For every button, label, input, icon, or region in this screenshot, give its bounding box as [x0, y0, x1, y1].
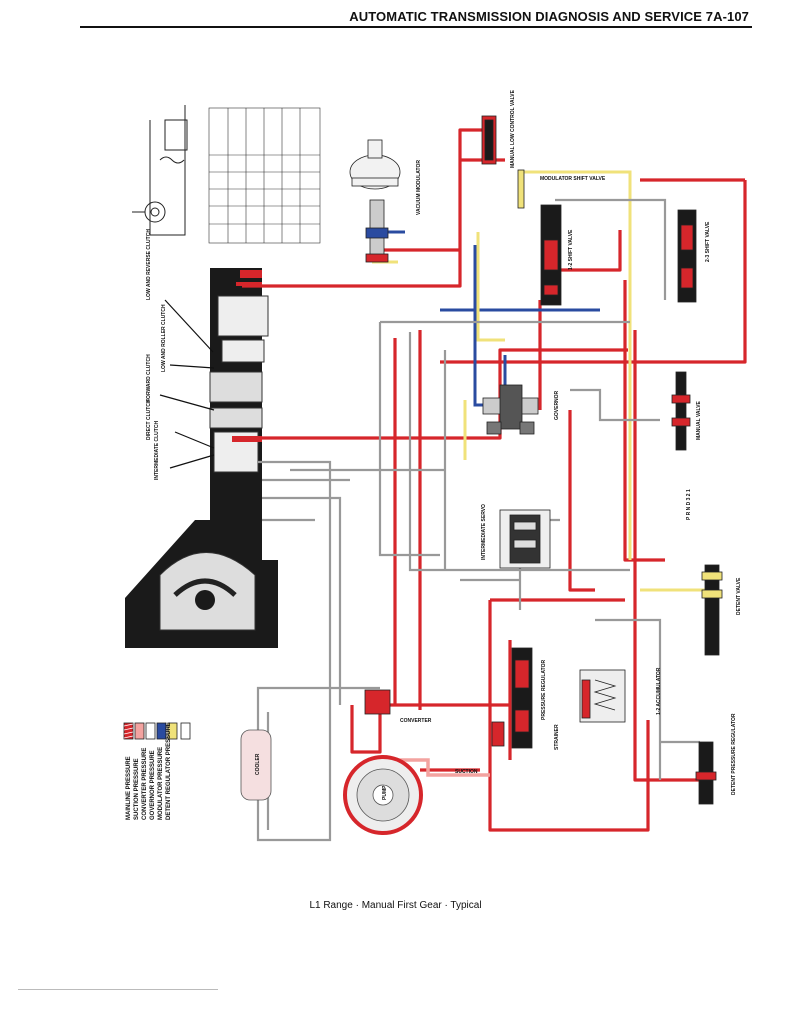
intermediate-servo — [499, 509, 551, 569]
legend-swatch-mainline-stripes — [123, 723, 134, 739]
shift-valve-1-2 — [517, 169, 562, 306]
governor-pressure-lines — [372, 230, 600, 407]
manual-low-control-valve-label: MANUAL LOW CONTROL VALVE — [510, 89, 516, 168]
forward-clutch-label: FORWARD CLUTCH — [146, 354, 152, 402]
pressure-regulator-label: PRESSURE REGULATOR — [541, 660, 547, 720]
cooler — [240, 729, 272, 801]
torque-converter-schematic — [132, 105, 188, 236]
hydraulic-circuit-diagram: LOW AND REVERSE CLUTCH LOW AND ROLLER CL… — [123, 89, 747, 842]
pressure-legend: MAINLINE PRESSURE SUCTION PRESSURE CONVE… — [123, 722, 191, 820]
cooler-label: COOLER — [255, 753, 261, 775]
detent-pressure-regulator — [695, 741, 717, 805]
legend-swatch-suction — [134, 722, 145, 740]
converter-pressure-lines — [256, 198, 700, 842]
accumulator-1-2 — [579, 669, 626, 723]
legend-label-converter: CONVERTER PRESSURE — [142, 748, 148, 820]
legend-swatch-converter — [145, 722, 156, 740]
pressure-regulator — [491, 647, 533, 749]
transmission-case — [125, 268, 278, 648]
legend-label-detent: DETENT REGULATOR PRESSURE — [166, 722, 172, 820]
legend-swatches — [123, 722, 191, 740]
legend-swatch-modulator — [167, 722, 178, 740]
converter-label: CONVERTER — [400, 718, 432, 724]
bottom-rule — [18, 989, 218, 990]
pump-label: PUMP — [382, 785, 388, 800]
valve-bodies — [240, 115, 723, 835]
mainline-pressure-lines — [242, 128, 747, 832]
governor-label: GOVERNOR — [554, 390, 560, 420]
manual-low-control-valve — [481, 115, 497, 165]
low-roller-clutch-label: LOW AND ROLLER CLUTCH — [161, 304, 167, 372]
governor — [482, 384, 539, 435]
vacuum-modulator-label: VACUUM MODULATOR — [416, 160, 422, 215]
direct-clutch-label: DIRECT CLUTCH — [146, 399, 152, 440]
intermediate-clutch-label: INTERMEDIATE CLUTCH — [154, 421, 160, 480]
detent-pressure-regulator-label: DETENT PRESSURE REGULATOR — [731, 713, 737, 795]
clutch-application-chart — [208, 107, 321, 244]
accumulator-1-2-label: 1-2 ACCUMULATOR — [656, 667, 662, 715]
intermediate-servo-label: INTERMEDIATE SERVO — [481, 504, 487, 560]
legend-swatch-governor — [156, 722, 167, 740]
strainer-label: STRAINER — [554, 724, 560, 750]
manual-valve-label: MANUAL VALVE — [696, 400, 702, 440]
legend-label-mainline: MAINLINE PRESSURE — [126, 756, 132, 820]
suction-label: SUCTION — [455, 769, 478, 775]
legend-label-modulator: MODULATOR PRESSURE — [158, 747, 164, 820]
legend-swatch-mainline — [123, 722, 134, 740]
low-reverse-clutch-label: LOW AND REVERSE CLUTCH — [146, 229, 152, 300]
clutch-leader-lines — [159, 299, 215, 469]
manual-positions-label: P R N D 3 2 1 — [686, 489, 692, 520]
shift-valve-2-3-label: 2-3 SHIFT VALVE — [705, 221, 711, 262]
shift-valve-2-3 — [677, 209, 697, 303]
detent-valve-label: DETENT VALVE — [736, 577, 742, 615]
legend-label-governor: GOVERNOR PRESSURE — [150, 750, 156, 820]
page-title: AUTOMATIC TRANSMISSION DIAGNOSIS AND SER… — [349, 9, 749, 24]
suction-pressure-lines — [395, 758, 490, 777]
figure-caption: L1 Range · Manual First Gear · Typical — [309, 900, 482, 911]
legend-swatch-detent — [180, 722, 191, 740]
header-rule — [80, 26, 752, 28]
detent-valve — [701, 564, 723, 656]
pump — [343, 689, 423, 835]
manual-valve — [671, 371, 691, 451]
legend-label-suction: SUCTION PRESSURE — [134, 758, 140, 820]
page-header: AUTOMATIC TRANSMISSION DIAGNOSIS AND SER… — [0, 0, 791, 30]
vacuum-modulator — [349, 139, 401, 263]
shift-valve-1-2-label: 1-2 SHIFT VALVE — [568, 229, 574, 270]
modulator-shift-valve-label: MODULATOR SHIFT VALVE — [540, 176, 606, 182]
